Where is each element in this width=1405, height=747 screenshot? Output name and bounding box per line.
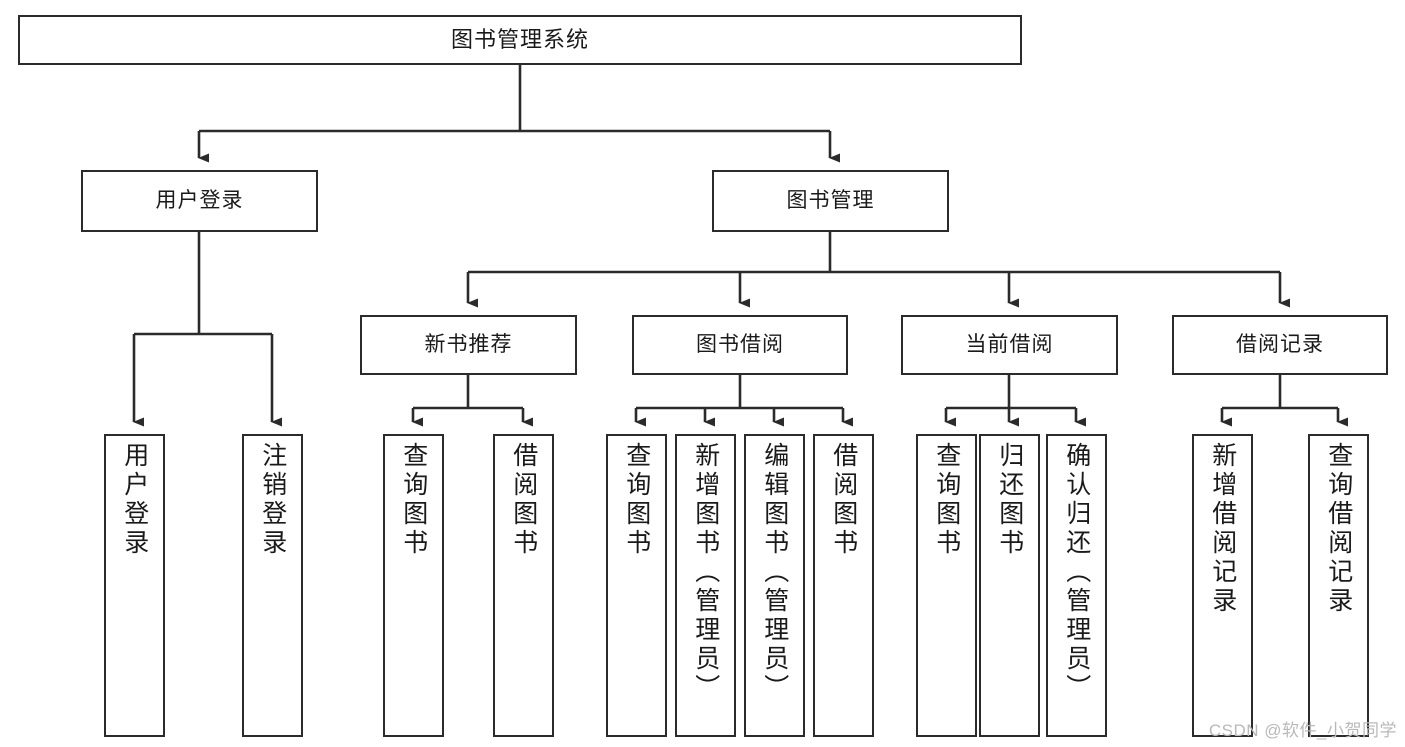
node-label: 图书管理 [786,189,875,213]
node-label: 借阅图书 [509,442,538,558]
node-borrow-record[interactable]: 借阅记录 [1172,315,1388,375]
node-user-login[interactable]: 用户登录 [81,170,318,232]
node-label: 借阅图书 [829,442,858,558]
leaf-node-query-books-current[interactable]: 查询图书 [916,434,977,737]
leaf-node-return-books[interactable]: 归还图书 [979,434,1040,737]
node-new-book-recommendation[interactable]: 新书推荐 [360,315,577,375]
leaf-node-borrow-books[interactable]: 借阅图书 [813,434,874,737]
leaf-node-confirm-return-admin[interactable]: 确认归还（管理员） [1046,434,1107,737]
node-label: 查询图书 [399,442,428,558]
leaf-node-borrow-books-rec[interactable]: 借阅图书 [493,434,554,737]
node-label: 当前借阅 [965,333,1054,357]
node-label: 查询借阅记录 [1324,442,1353,616]
node-label: 新增借阅记录 [1208,442,1237,616]
node-label: 编辑图书（管理员） [760,442,789,703]
node-current-borrow[interactable]: 当前借阅 [901,315,1118,375]
node-label: 查询图书 [932,442,961,558]
node-label: 归还图书 [995,442,1024,558]
node-label: 新书推荐 [424,333,513,357]
leaf-node-add-book-admin[interactable]: 新增图书（管理员） [675,434,736,737]
node-label: 用户登录 [120,442,149,558]
node-label: 图书借阅 [696,333,784,357]
leaf-node-logout[interactable]: 注销登录 [242,434,303,737]
leaf-node-user-login[interactable]: 用户登录 [104,434,165,737]
node-label: 图书管理系统 [450,26,589,52]
node-label: 查询图书 [622,442,651,558]
node-label: 注销登录 [258,442,287,558]
node-label: 新增图书（管理员） [691,442,720,703]
leaf-node-query-books-rec[interactable]: 查询图书 [383,434,444,737]
node-book-manage[interactable]: 图书管理 [712,170,949,232]
node-root[interactable]: 图书管理系统 [18,15,1022,65]
node-label: 借阅记录 [1236,333,1324,357]
node-label: 用户登录 [155,189,244,213]
node-label: 确认归还（管理员） [1062,442,1091,703]
node-book-borrow[interactable]: 图书借阅 [632,315,848,375]
leaf-node-query-books-borrow[interactable]: 查询图书 [606,434,667,737]
leaf-node-edit-book-admin[interactable]: 编辑图书（管理员） [744,434,805,737]
leaf-node-add-borrow-record[interactable]: 新增借阅记录 [1192,434,1253,737]
leaf-node-query-borrow-record[interactable]: 查询借阅记录 [1308,434,1369,737]
